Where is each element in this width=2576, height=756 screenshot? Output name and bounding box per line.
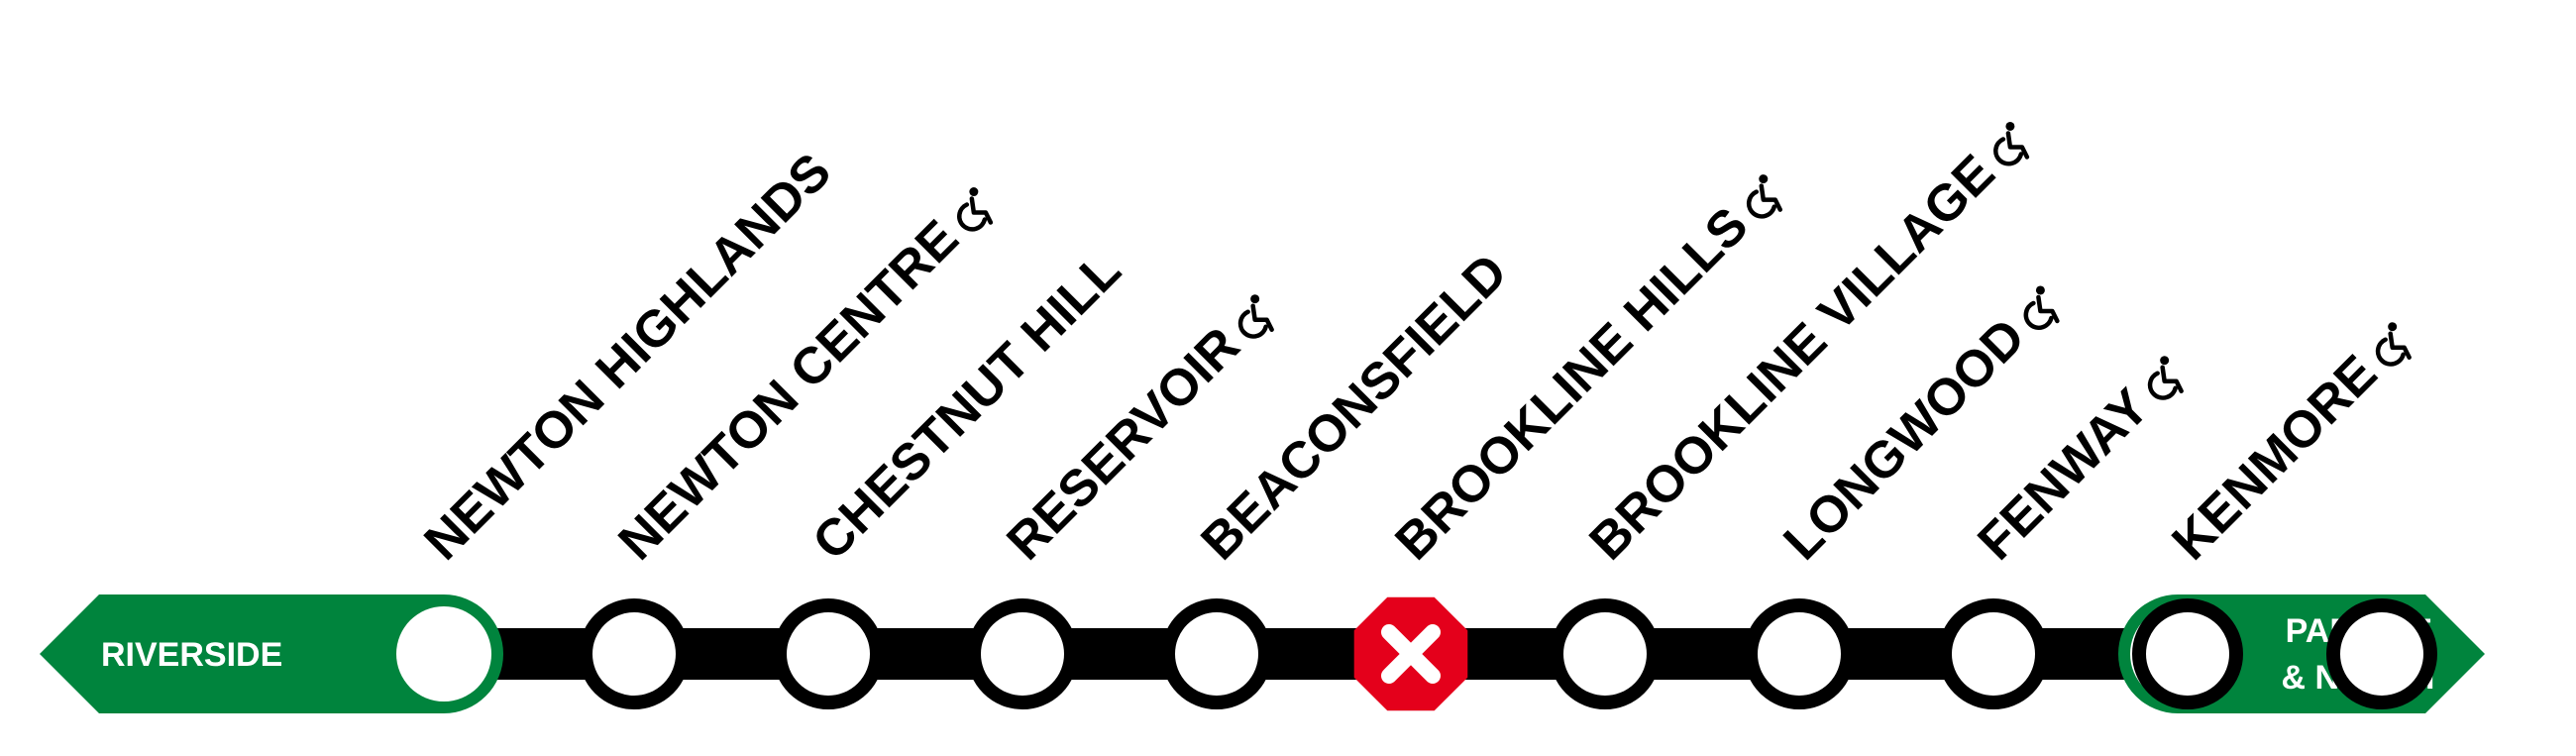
station-stop	[1161, 598, 1272, 709]
wheelchair-icon	[2026, 285, 2058, 327]
terminus-arrow-west	[40, 594, 503, 713]
station-label-newton-centre: NEWTON CENTRE	[607, 209, 969, 571]
station-label-brookline-hills: BROOKLINE HILLS	[1384, 196, 1759, 571]
terminus-riverside: RIVERSIDE	[40, 594, 503, 713]
wheelchair-icon	[1749, 174, 1780, 216]
station-stop	[1550, 598, 1661, 709]
station-label-fenway: FENWAY	[1967, 378, 2160, 572]
station-label-group: NEWTON CENTRE	[607, 167, 1012, 571]
station-stop	[1744, 598, 1855, 709]
wheelchair-icon	[2378, 322, 2410, 364]
closed-x-icon	[1381, 624, 1441, 684]
wheelchair-icon	[1240, 294, 1272, 336]
station-label-kenmore: KENMORE	[2161, 345, 2388, 572]
terminus-label-riverside: RIVERSIDE	[101, 636, 282, 674]
station-label-group: BROOKLINE HILLS	[1384, 155, 1800, 571]
wheelchair-icon	[1995, 122, 2027, 163]
station-stop	[579, 598, 690, 709]
station-stop	[2132, 598, 2243, 709]
station-stop	[967, 598, 1078, 709]
station-label-brookline-village: BROOKLINE VILLAGE	[1578, 144, 2005, 571]
station-label-newton-highlands: NEWTON HIGHLANDS	[413, 143, 842, 572]
wheelchair-icon	[959, 187, 991, 229]
wheelchair-icon	[2150, 356, 2182, 397]
station-stop	[773, 598, 884, 709]
terminus-stop-riverside	[396, 606, 491, 702]
station-label-group: KENMORE	[2161, 302, 2429, 571]
station-label-group: NEWTON HIGHLANDS	[413, 143, 842, 572]
station-stop	[2326, 598, 2437, 709]
station-stop	[1938, 598, 2049, 709]
